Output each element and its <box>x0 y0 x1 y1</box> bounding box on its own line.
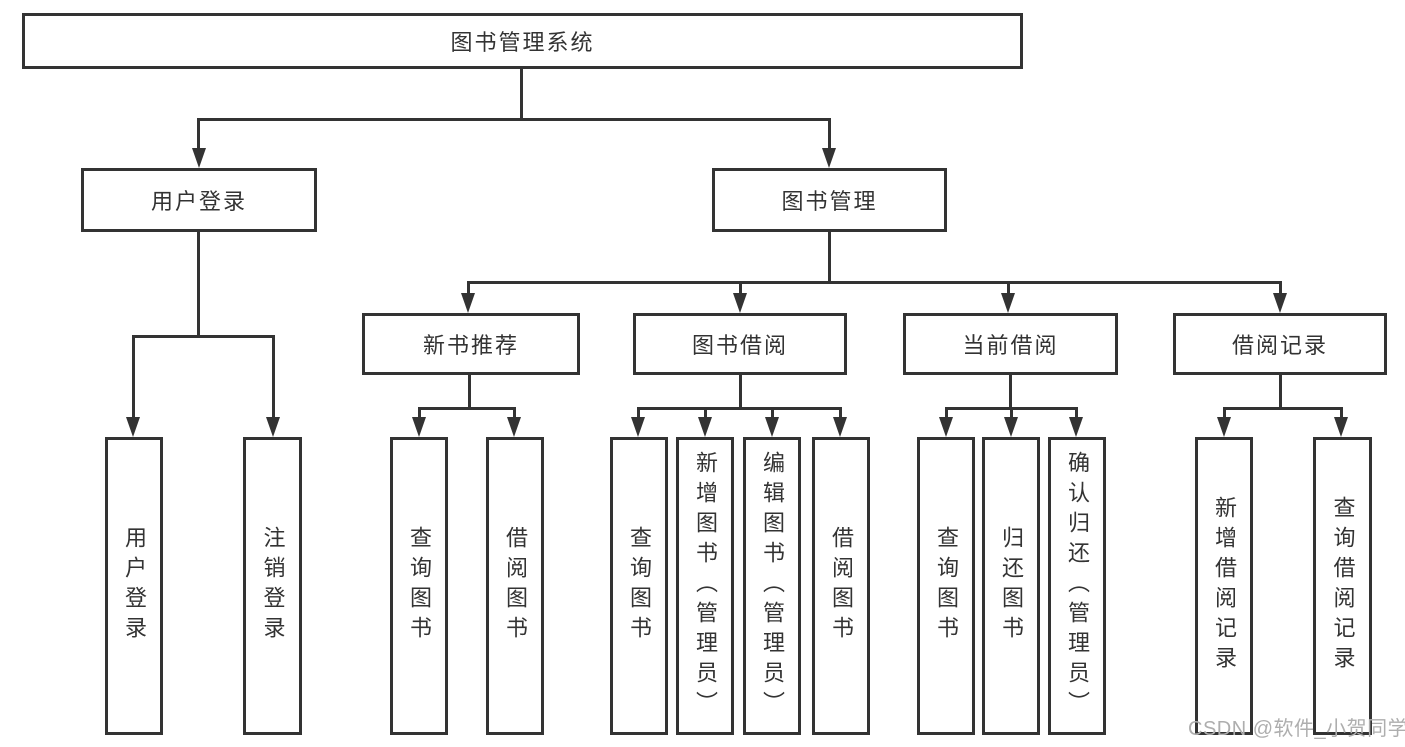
leaf-query-book-borrow: 查询图书 <box>610 437 668 735</box>
leaf-query-book-recommend: 查询图书 <box>390 437 448 735</box>
connector-line <box>272 335 275 419</box>
leaf-label: 查询图书 <box>934 526 959 646</box>
leaf-label: 新增图书（管理员） <box>693 451 718 721</box>
connector-line <box>513 407 516 419</box>
leaf-query-book-current: 查询图书 <box>917 437 975 735</box>
connector-line <box>739 281 742 295</box>
leaf-label: 查询图书 <box>407 526 432 646</box>
leaf-borrow-book: 借阅图书 <box>812 437 870 735</box>
arrow-down-icon <box>1273 293 1287 313</box>
leaf-return-book: 归还图书 <box>982 437 1040 735</box>
node-label: 图书借阅 <box>691 333 788 358</box>
connector-line <box>739 375 742 407</box>
connector-line <box>520 69 523 118</box>
connector-line <box>1223 407 1226 419</box>
arrow-down-icon <box>507 417 521 437</box>
connector-line <box>468 375 471 407</box>
connector-line <box>197 232 200 335</box>
arrow-down-icon <box>698 417 712 437</box>
node-borrow-records: 借阅记录 <box>1173 313 1387 375</box>
connector-line <box>467 281 1282 284</box>
arrow-down-icon <box>461 293 475 313</box>
arrow-down-icon <box>1001 293 1015 313</box>
connector-line <box>1340 407 1343 419</box>
connector-line <box>197 118 831 121</box>
node-label: 新书推荐 <box>422 333 519 358</box>
arrow-down-icon <box>412 417 426 437</box>
arrow-down-icon <box>1004 417 1018 437</box>
leaf-confirm-return-admin: 确认归还（管理员） <box>1048 437 1106 735</box>
leaf-label: 借阅图书 <box>829 526 854 646</box>
leaf-label: 借阅图书 <box>503 526 528 646</box>
arrow-down-icon <box>939 417 953 437</box>
node-label: 借阅记录 <box>1231 333 1328 358</box>
node-book-management: 图书管理 <box>712 168 947 232</box>
node-label: 当前借阅 <box>962 333 1059 358</box>
node-user-login: 用户登录 <box>81 168 317 232</box>
leaf-label: 注销登录 <box>260 526 286 646</box>
arrow-down-icon <box>1334 417 1348 437</box>
leaf-user-login: 用户登录 <box>105 437 163 735</box>
node-new-book-recommend: 新书推荐 <box>362 313 580 375</box>
connector-line <box>637 407 640 419</box>
connector-line <box>197 118 200 150</box>
connector-line <box>1075 407 1078 419</box>
node-book-borrow: 图书借阅 <box>633 313 847 375</box>
connector-line <box>839 407 842 419</box>
connector-line <box>132 335 135 419</box>
connector-line <box>828 118 831 150</box>
arrow-down-icon <box>833 417 847 437</box>
connector-line <box>418 407 516 410</box>
connector-line <box>704 407 707 419</box>
leaf-label: 用户登录 <box>122 526 147 646</box>
arrow-down-icon <box>733 293 747 313</box>
node-label: 图书管理系统 <box>450 30 595 55</box>
connector-line <box>1223 407 1343 410</box>
connector-line <box>771 407 774 419</box>
node-label: 图书管理 <box>781 189 878 214</box>
arrow-down-icon <box>1217 417 1231 437</box>
node-library-system-root: 图书管理系统 <box>22 13 1023 69</box>
leaf-label: 确认归还（管理员） <box>1065 451 1090 721</box>
csdn-watermark: CSDN @软件_小贺同学 <box>1188 718 1405 740</box>
connector-line <box>637 407 842 410</box>
connector-line <box>467 281 470 295</box>
leaf-label: 编辑图书（管理员） <box>760 451 785 721</box>
leaf-label: 查询借阅记录 <box>1330 496 1356 676</box>
arrow-down-icon <box>1069 417 1083 437</box>
arrow-down-icon <box>266 417 280 437</box>
connector-line <box>1279 375 1282 407</box>
leaf-edit-book-admin: 编辑图书（管理员） <box>743 437 801 735</box>
node-label: 用户登录 <box>150 189 247 214</box>
arrow-down-icon <box>822 148 836 168</box>
arrow-down-icon <box>126 417 140 437</box>
connector-line <box>828 232 831 281</box>
leaf-label: 归还图书 <box>999 526 1024 646</box>
leaf-label: 新增借阅记录 <box>1212 496 1237 676</box>
arrow-down-icon <box>192 148 206 168</box>
connector-line <box>132 335 275 338</box>
connector-line <box>945 407 948 419</box>
connector-line <box>1007 281 1010 295</box>
connector-line <box>1009 375 1012 407</box>
leaf-logout: 注销登录 <box>243 437 302 735</box>
leaf-add-book-admin: 新增图书（管理员） <box>676 437 734 735</box>
leaf-add-borrow-record: 新增借阅记录 <box>1195 437 1253 735</box>
node-current-borrow: 当前借阅 <box>903 313 1118 375</box>
arrow-down-icon <box>765 417 779 437</box>
connector-line <box>418 407 421 419</box>
arrow-down-icon <box>631 417 645 437</box>
leaf-query-borrow-record: 查询借阅记录 <box>1313 437 1372 735</box>
leaf-borrow-book-recommend: 借阅图书 <box>486 437 544 735</box>
connector-line <box>1010 407 1013 419</box>
leaf-label: 查询图书 <box>627 526 652 646</box>
connector-line <box>1279 281 1282 295</box>
